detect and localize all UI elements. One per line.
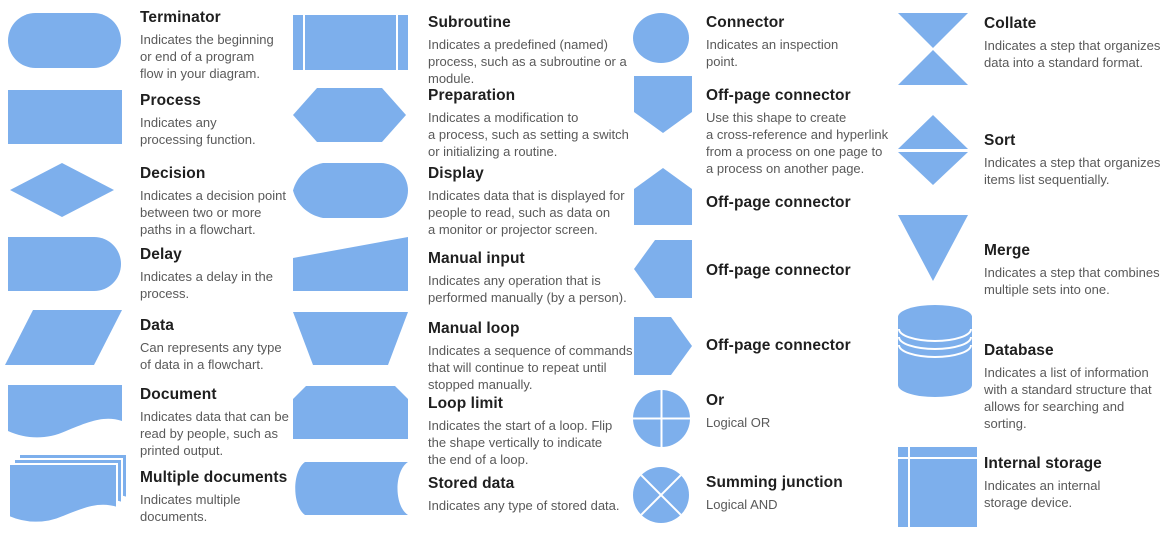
item-description: Indicates an internal storage device. [984,478,1101,510]
item-description: Indicates any type of stored data. [428,498,620,513]
item-description: Indicates data that is displayed for peo… [428,188,625,237]
item-title: Manual input [428,250,525,267]
item-title: Connector [706,14,785,31]
process-shape-icon [8,90,122,144]
manual-input-shape-icon [293,237,408,291]
internal-storage-shape-icon [898,447,977,527]
multiple-documents-shape-icon [8,453,128,531]
item-title: Or [706,392,725,409]
item-description: Indicates the start of a loop. Flip the … [428,418,613,467]
item-title: Collate [984,15,1037,32]
off-page-connector-left-shape-icon [634,240,692,298]
delay-shape-icon [8,237,121,291]
merge-shape-icon [898,215,968,281]
terminator-shape-icon [8,13,121,68]
item-title: Database [984,342,1054,359]
stored-data-shape-icon [291,462,410,515]
subroutine-shape-icon [293,15,408,70]
loop-limit-shape-icon [293,386,408,439]
item-title: Loop limit [428,395,504,412]
item-description: Indicates any operation that is performe… [428,273,627,305]
off-page-connector-down-shape-icon [634,76,692,133]
item-title: Document [140,386,217,403]
item-description: Indicates a list of information with a s… [984,365,1152,431]
item-title: Manual loop [428,320,520,337]
or-shape-icon [633,390,690,447]
item-description: Indicates a delay in the process. [140,269,273,301]
decision-shape-icon [10,163,114,217]
item-title: Off-page connector [706,194,851,211]
item-title: Delay [140,246,182,263]
item-title: Stored data [428,475,515,492]
item-title: Data [140,317,174,334]
display-shape-icon [293,163,408,218]
item-description: Use this shape to create a cross-referen… [706,110,889,176]
item-title: Subroutine [428,14,511,31]
preparation-shape-icon [293,88,406,142]
item-title: Summing junction [706,474,843,491]
connector-shape-icon [633,13,689,63]
item-description: Indicates data that can be read by peopl… [140,409,289,458]
item-description: Indicates a modification to a process, s… [428,110,629,159]
manual-loop-shape-icon [293,312,408,365]
item-description: Indicates a sequence of commands that wi… [428,343,633,392]
collate-shape-icon [898,13,968,85]
sort-shape-icon [898,115,968,185]
database-shape-icon [898,305,972,397]
item-description: Logical OR [706,415,771,430]
item-title: Display [428,165,484,182]
item-description: Indicates a decision point between two o… [140,188,286,237]
item-description: Indicates a step that organizes data int… [984,38,1161,70]
item-description: Indicates multiple documents. [140,492,241,524]
item-description: Indicates an inspection point. [706,37,839,69]
item-description: Indicates any processing function. [140,115,256,147]
item-title: Off-page connector [706,262,851,279]
item-title: Preparation [428,87,516,104]
item-description: Indicates the beginning or end of a prog… [140,32,274,81]
item-description: Can represents any type of data in a flo… [140,340,282,372]
item-title: Off-page connector [706,337,851,354]
item-description: Indicates a step that organizes items li… [984,155,1161,187]
data-shape-icon [5,310,122,365]
item-title: Merge [984,242,1031,259]
item-title: Terminator [140,9,221,26]
summing-junction-shape-icon [633,467,689,523]
item-title: Multiple documents [140,469,288,486]
document-shape-icon [8,385,122,443]
item-description: Indicates a step that combines multiple … [984,265,1160,297]
off-page-connector-right-shape-icon [634,317,692,375]
item-title: Internal storage [984,455,1102,472]
item-description: Logical AND [706,497,778,512]
item-title: Decision [140,165,206,182]
item-title: Process [140,92,202,109]
off-page-connector-up-shape-icon [634,168,692,225]
item-description: Indicates a predefined (named) process, … [428,37,627,86]
item-title: Off-page connector [706,87,851,104]
item-title: Sort [984,132,1016,149]
